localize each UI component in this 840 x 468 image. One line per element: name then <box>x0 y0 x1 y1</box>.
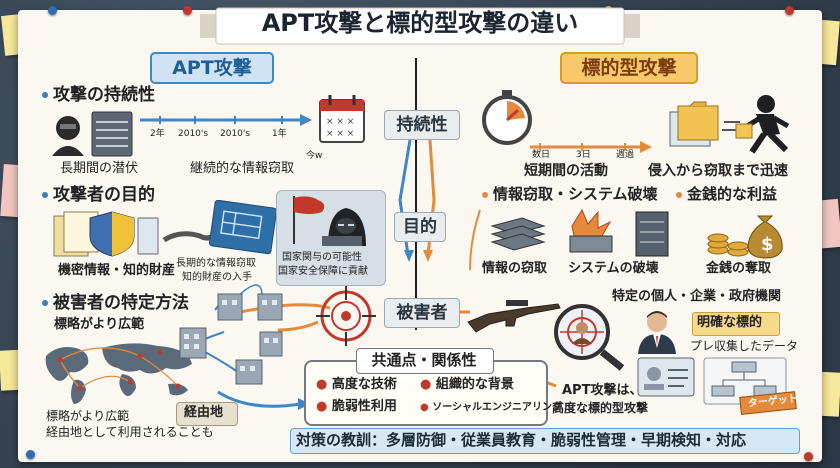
apt-purpose-heading: 攻撃者の目的 <box>42 186 155 205</box>
bullet-icon: ● <box>316 399 328 414</box>
money-caption: 金銭の奪取 <box>706 261 772 276</box>
push-pin <box>804 452 813 461</box>
timeline-caption: 継続的な情報窃取 <box>190 161 295 176</box>
bullet-icon: ● <box>316 377 328 392</box>
relay-label-box <box>176 402 238 426</box>
lesson-text: 対策の教訓：多層防御・従業員教育・脆弱性管理・早期検知・対応 <box>296 431 747 449</box>
map-caption-1: 標略がより広範 <box>46 409 130 423</box>
svg-text:× × ×: × × × <box>326 117 354 127</box>
targeted-purpose-heading-2: 金銭的な利益 <box>676 186 777 203</box>
bullet-icon <box>676 191 682 198</box>
state-caption-2: 国家安全保障に貢献 <box>278 266 368 277</box>
timer-tick-2: 3日 <box>576 150 591 160</box>
push-pin <box>183 6 192 15</box>
theft-caption-1: 長期的な情報窃取 <box>176 258 256 269</box>
common-item-3: ● 脆弱性利用 <box>316 399 397 414</box>
common-note-1: APT攻撃は、 <box>562 383 643 398</box>
common-item-text: 組織的な背景 <box>435 377 514 392</box>
common-item-1: ● 高度な技術 <box>316 377 397 392</box>
state-caption-1: 国家関与の可能性 <box>282 252 362 263</box>
common-note-2: 高度な標的型攻撃 <box>552 401 649 415</box>
center-label-persistence: 持続性 <box>384 110 460 140</box>
apt-victim-subheading: 標略がより広範 <box>54 317 145 332</box>
rifle-icon <box>467 300 561 333</box>
clear-target-label: 明確な標的 <box>697 315 763 330</box>
heading-text: 情報窃取・システム破壊 <box>493 185 658 203</box>
center-label-victim: 被害者 <box>384 298 460 328</box>
page-title: APT攻撃と標的型攻撃の違い <box>261 9 579 37</box>
apt-persistence-heading: 攻撃の持続性 <box>42 86 155 105</box>
apt-banner: APT攻撃 <box>150 52 274 84</box>
targeted-banner: 標的型攻撃 <box>560 52 698 84</box>
lesson-banner <box>290 428 800 454</box>
svg-text:$: $ <box>761 234 774 255</box>
thief-folders-icon <box>669 95 790 154</box>
push-pin <box>26 450 35 459</box>
magnifier-target-icon <box>554 304 625 371</box>
org-chart-icon <box>703 357 787 405</box>
targeted-purpose-heading-1: 情報窃取・システム破壊 <box>482 186 658 203</box>
businessman-icon <box>638 311 676 354</box>
common-item-text: 高度な技術 <box>331 377 397 392</box>
theft-caption-2: 知的財産の入手 <box>182 272 252 283</box>
common-item-4: ● ソーシャルエンジニアリング <box>420 402 562 413</box>
heading-text: 金銭的な利益 <box>687 185 778 203</box>
short-activity-caption: 短期間の活動 <box>524 163 608 179</box>
timer-tick-3: 週過 <box>616 150 635 160</box>
shield-documents-icon <box>53 211 159 257</box>
bullet-icon: ● <box>420 402 429 413</box>
hacker-server-icon <box>52 111 133 157</box>
bullet-icon: ● <box>420 377 432 392</box>
timer-tick-1: 数日 <box>532 150 551 160</box>
relay-label: 経由地 <box>184 405 224 420</box>
push-pin <box>48 6 57 15</box>
common-item-2: ● 組織的な背景 <box>420 377 514 392</box>
fast-theft-caption: 侵入から窃取まで迅速 <box>648 163 788 179</box>
targeted-victim-heading: 特定の個人・企業・政府機関 <box>612 289 782 304</box>
timeline-tick-4: 1年 <box>272 129 287 139</box>
common-heading-box <box>356 348 494 374</box>
timeline-tick-5: 今w <box>306 151 323 161</box>
timeline-tick-1: 2年 <box>150 129 165 139</box>
svg-text:× × ×: × × × <box>326 129 354 139</box>
profile-card-icon <box>637 357 695 397</box>
clear-target-tag <box>692 312 780 336</box>
common-item-text: 脆弱性利用 <box>331 399 397 414</box>
system-destroy-caption: システムの破壊 <box>568 261 659 276</box>
common-heading: 共通点・関係性 <box>371 351 477 369</box>
info-theft-caption: 情報の窃取 <box>482 261 548 276</box>
data-theft-destroy-icon <box>490 208 669 257</box>
map-caption-2: 経由地として利用されることも <box>46 425 214 439</box>
push-pin <box>785 6 794 15</box>
stopwatch-icon <box>482 90 532 145</box>
calendar-icon: × × × × × × <box>319 95 365 143</box>
latent-caption: 長期間の潜伏 <box>60 161 139 176</box>
money-bag-coins-icon: $ <box>707 215 783 259</box>
timeline-tick-2: 2010's <box>178 129 209 139</box>
title-ribbon <box>200 7 640 45</box>
blueprint-icon <box>162 200 278 255</box>
timeline-tick-3: 2010's <box>220 129 251 139</box>
center-label-purpose: 目的 <box>394 212 446 242</box>
building-cluster-icon <box>179 293 283 385</box>
world-map-icon <box>45 343 192 404</box>
crosshair-target-icon <box>316 286 376 346</box>
assets-caption: 機密情報・知的財産 <box>58 263 176 278</box>
bullet-icon <box>482 191 488 198</box>
common-item-text: ソーシャルエンジニアリング <box>432 402 563 413</box>
flag-hacker-icon <box>293 196 366 246</box>
apt-victim-heading: 被害者の特定方法 <box>42 294 189 313</box>
recon-data-caption: プレ収集したデータ <box>690 339 799 353</box>
